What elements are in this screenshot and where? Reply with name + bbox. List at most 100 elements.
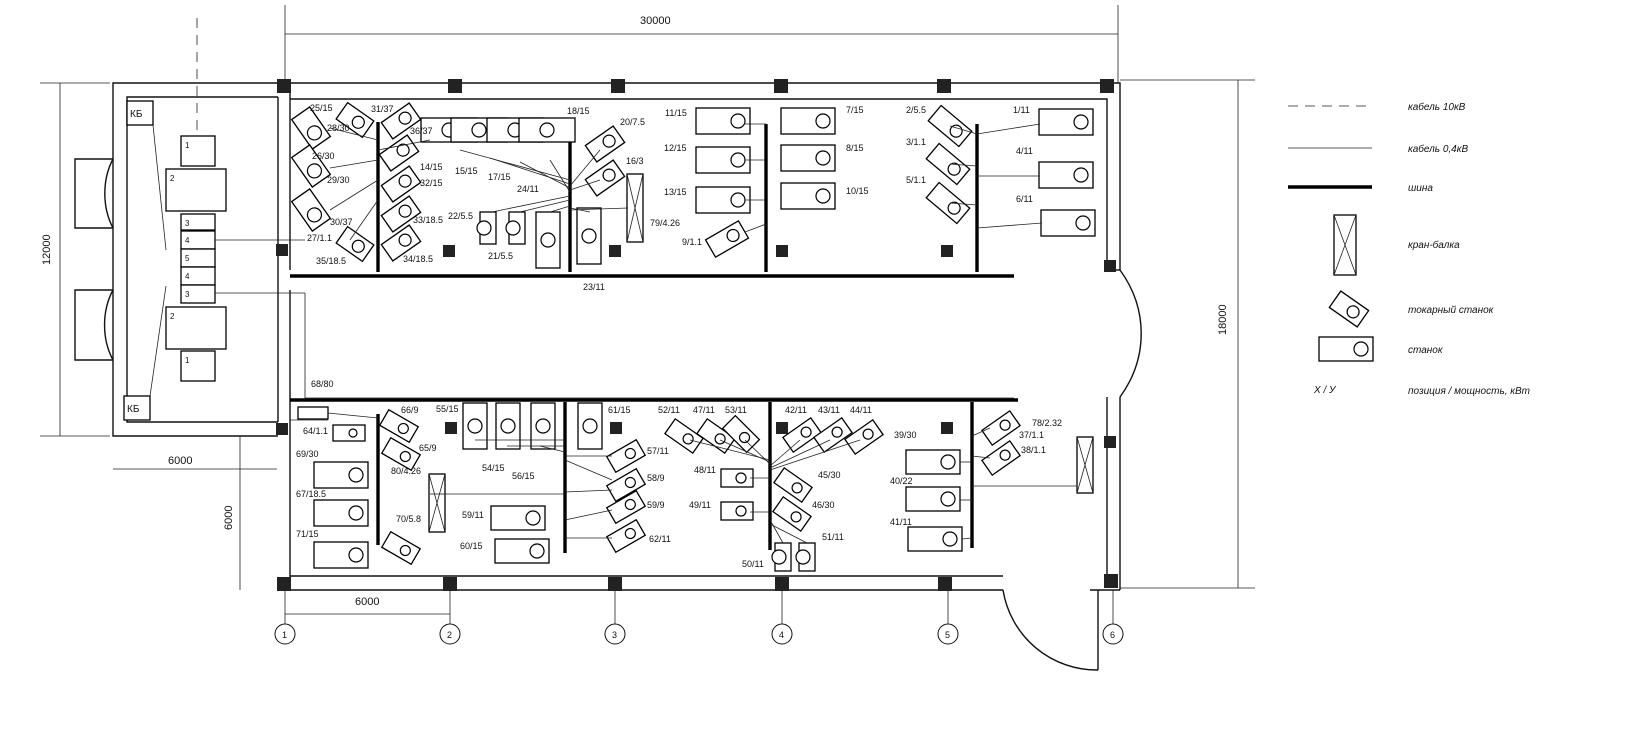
- dim-text-top: 30000: [640, 15, 671, 27]
- position-label-24: 11/15: [665, 108, 687, 118]
- column-bottom-5: [938, 577, 952, 591]
- machine-56: [773, 466, 813, 504]
- legend-label-2: кабель 0,4кВ: [1408, 143, 1468, 155]
- machine-2: [335, 101, 375, 139]
- panel-number-5: 5: [185, 254, 190, 263]
- position-label-70: 41/11: [890, 517, 912, 527]
- axis-label-1: 1: [282, 630, 287, 640]
- machine-54: [720, 468, 754, 488]
- panel-number-1: 1: [185, 141, 190, 150]
- feeder-cable-1: [329, 127, 379, 141]
- machine-24: [780, 107, 836, 135]
- door-arc-left-top: [104, 158, 114, 229]
- machine-15: [584, 125, 626, 163]
- position-label-73: 38/1.1: [1021, 445, 1046, 455]
- dim-text-left: 12000: [41, 234, 53, 265]
- position-label-7: 15/15: [455, 166, 478, 176]
- position-label-34: 1/11: [1013, 105, 1030, 115]
- feeder-cable-7: [489, 157, 571, 185]
- machine-10: [380, 224, 422, 262]
- feeder-cable-45: [769, 519, 784, 544]
- door-arc-right: [1119, 269, 1142, 398]
- feeder-cable-37: [689, 439, 771, 461]
- machine-5: [378, 134, 420, 172]
- column-bottom-1: [277, 577, 291, 591]
- transformer-panel-3: [180, 213, 216, 231]
- machine-57: [772, 495, 812, 533]
- dim-text-bay-bottom: 6000: [355, 596, 379, 608]
- position-label-6: 14/15: [420, 162, 443, 172]
- position-label-19: 24/11: [517, 184, 539, 194]
- position-label-39: 64/1.1: [303, 426, 328, 436]
- machine-48: [605, 518, 647, 554]
- position-label-33: 5/1.1: [906, 175, 926, 185]
- panel-number-4: 4: [185, 236, 190, 245]
- door-frame-top: [74, 158, 113, 229]
- position-label-54: 59/9: [647, 500, 665, 510]
- position-label-13: 27/1.1: [307, 233, 332, 243]
- feeder-cable-23: [949, 202, 978, 206]
- transformer-panel-7: [180, 284, 216, 304]
- feeder-cable-5: [349, 199, 379, 241]
- position-label-49: 59/11: [462, 510, 484, 520]
- column-top-6: [1100, 79, 1114, 93]
- dim-text-bay-left: 6000: [168, 455, 192, 467]
- dim-text-right: 18000: [1217, 304, 1229, 335]
- machine-17: [476, 211, 497, 245]
- machine-63: [905, 449, 961, 475]
- axis-circle-1: [274, 623, 296, 645]
- machine-4: [380, 102, 422, 140]
- kb-link-top: [152, 124, 167, 251]
- machine-26: [780, 182, 836, 210]
- position-label-62: 43/11: [818, 405, 840, 415]
- machine-18: [505, 211, 526, 245]
- machine-40: [380, 530, 422, 566]
- machine-31: [1038, 108, 1094, 136]
- position-label-48: 56/15: [512, 471, 535, 481]
- machine-29: [925, 142, 971, 186]
- panel-number-6: 4: [185, 272, 190, 281]
- column-top-4: [774, 79, 788, 93]
- column-mid-6: [1104, 260, 1116, 272]
- column-mid-4: [941, 245, 953, 257]
- kb-label-bottom: КБ: [127, 404, 140, 415]
- feeder-cable-11: [569, 179, 601, 191]
- legend-symbol-crane-cross-b: [1333, 214, 1357, 276]
- machine-66: [981, 409, 1021, 447]
- position-label-60: 49/11: [689, 500, 711, 510]
- position-label-2: 31/37: [371, 104, 394, 114]
- column-mid-12: [1104, 436, 1116, 448]
- column-mid-11: [941, 422, 953, 434]
- machine-62: [795, 542, 816, 572]
- feeder-cable-34: [564, 489, 613, 493]
- machine-20: [576, 207, 602, 265]
- legend-label-7: позиция / мощность, кВт: [1408, 386, 1530, 397]
- door-frame-bottom: [74, 289, 113, 361]
- position-label-71: 78/2.32: [1032, 418, 1062, 428]
- position-label-63: 44/11: [850, 405, 872, 415]
- position-label-10: 32/15: [420, 178, 443, 188]
- machine-16: [584, 159, 626, 197]
- machine-67: [981, 439, 1021, 477]
- position-label-20: 22/5.5: [448, 211, 473, 221]
- feeder-cable-26: [976, 222, 1043, 229]
- axis-label-6: 6: [1110, 630, 1115, 640]
- machine-53: [721, 414, 761, 454]
- feeder-cable-13: [519, 199, 571, 213]
- position-label-32: 3/1.1: [906, 137, 926, 147]
- position-label-8: 17/15: [488, 172, 511, 182]
- transformer-panel-1: [180, 135, 216, 167]
- crane-beam-lower-left-cross-b: [428, 473, 446, 533]
- column-mid-3: [776, 245, 788, 257]
- position-label-22: 79/4.26: [650, 218, 680, 228]
- legend-symbol-machine: [1318, 336, 1374, 362]
- axis-circle-4: [771, 623, 793, 645]
- machine-51: [664, 417, 704, 455]
- position-label-17: 20/7.5: [620, 117, 645, 127]
- feeder-cable-40: [769, 439, 801, 467]
- position-label-3: 28/30: [327, 123, 350, 133]
- column-bottom-6: [1104, 574, 1118, 588]
- panel-number-8: 2: [170, 312, 175, 321]
- machine-50: [494, 538, 550, 564]
- feeder-cable-10: [569, 149, 601, 187]
